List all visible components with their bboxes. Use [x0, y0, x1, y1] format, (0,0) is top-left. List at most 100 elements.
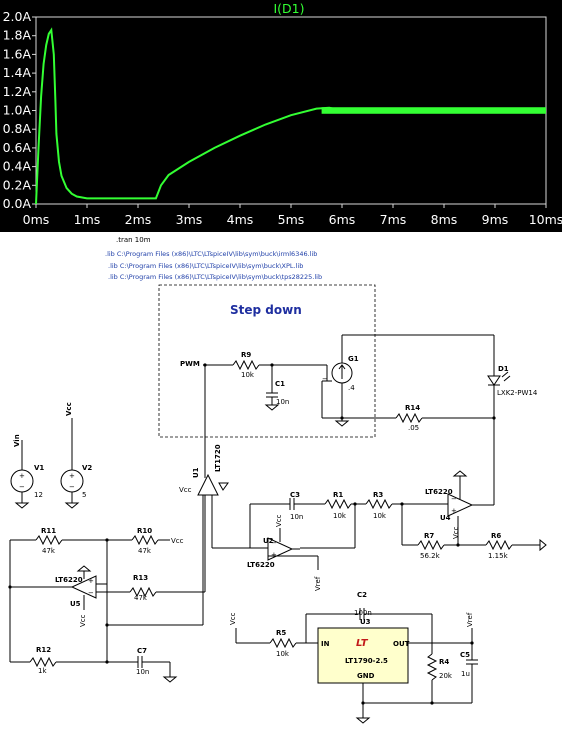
resistor-r6[interactable]: R6 1.15k: [485, 532, 513, 560]
svg-text:1u: 1u: [461, 670, 470, 678]
y-tick-label: 0.0A: [3, 196, 32, 211]
resistor-r3[interactable]: R3 10k: [365, 491, 393, 520]
svg-text:Vcc: Vcc: [79, 614, 87, 627]
resistor-r1[interactable]: R1 10k: [324, 491, 352, 520]
resistor-r9[interactable]: R9 10k: [232, 351, 260, 379]
svg-text:12: 12: [34, 491, 43, 499]
svg-text:10k: 10k: [276, 650, 290, 658]
svg-text:R12: R12: [36, 646, 51, 654]
svg-text:C7: C7: [137, 647, 147, 655]
resistor-r10[interactable]: R10 47k: [131, 527, 159, 555]
opamp-u4[interactable]: − + LT6220 U4 Vcc: [425, 488, 474, 539]
svg-text:D1: D1: [498, 365, 509, 373]
pwm-net-label[interactable]: PWM: [180, 360, 200, 368]
svg-text:5: 5: [82, 491, 86, 499]
svg-text:U1: U1: [192, 467, 200, 478]
comparator-u1[interactable]: U1 LT1720 Vcc: [179, 444, 229, 496]
svg-text:OUT: OUT: [393, 640, 410, 648]
vcc-net-label-r10[interactable]: Vcc: [171, 537, 184, 545]
svg-text:U5: U5: [70, 600, 81, 608]
step-down-box[interactable]: [158, 284, 376, 438]
opamp-u2[interactable]: − + U2 LT6220 Vcc Vref: [247, 514, 322, 591]
x-tick-label: 4ms: [227, 212, 254, 227]
series-ripple-band: [321, 107, 546, 114]
vin-net-label[interactable]: Vin: [13, 434, 21, 447]
svg-text:R6: R6: [491, 532, 501, 540]
schematic-canvas[interactable]: .tran 10m .lib C:\Program Files (x86)\LT…: [0, 232, 562, 732]
svg-text:−: −: [451, 495, 457, 503]
y-tick-label: 2.0A: [3, 9, 32, 24]
svg-text:.05: .05: [408, 424, 419, 432]
svg-text:V1: V1: [34, 464, 44, 472]
y-tick-label: 0.8A: [3, 121, 32, 136]
step-down-label[interactable]: Step down: [230, 303, 302, 317]
capacitor-c5[interactable]: C5 1u: [460, 651, 478, 678]
y-tick-label: 0.2A: [3, 177, 32, 192]
svg-text:V2: V2: [82, 464, 92, 472]
vcc-net-label-v2[interactable]: Vcc: [65, 402, 73, 416]
y-tick-label: 0.6A: [3, 140, 32, 155]
svg-text:Vref: Vref: [314, 576, 322, 591]
svg-text:−: −: [322, 375, 328, 383]
directive-lib-xpl[interactable]: .lib C:\Program Files (x86)\LTC\LTspiceI…: [108, 262, 303, 270]
y-tick-label: 1.0A: [3, 103, 32, 118]
led-d1[interactable]: D1 LXK2-PW14: [487, 365, 538, 500]
resistor-r13[interactable]: R13 47k: [129, 574, 157, 602]
x-tick-label: 2ms: [125, 212, 152, 227]
svg-text:+: +: [19, 472, 25, 480]
directive-lib-tps28225[interactable]: .lib C:\Program Files (x86)\LTC\LTspiceI…: [108, 273, 322, 281]
svg-text:R11: R11: [41, 527, 56, 535]
resistor-r5[interactable]: R5 10k: [269, 629, 297, 658]
resistor-r11[interactable]: R11 47k: [35, 527, 63, 555]
svg-text:C3: C3: [290, 491, 300, 499]
svg-text:Vcc: Vcc: [452, 526, 460, 539]
current-source-g1[interactable]: G1 .4 −: [321, 335, 359, 419]
voltage-source-v2[interactable]: + − V2 5: [60, 464, 92, 509]
x-tick-label: 7ms: [380, 212, 407, 227]
svg-text:+: +: [69, 472, 75, 480]
svg-text:R10: R10: [137, 527, 152, 535]
vref-net-label[interactable]: Vref: [466, 612, 474, 627]
vcc-net-label-u3[interactable]: Vcc: [229, 612, 237, 625]
resistor-r12[interactable]: R12 1k: [29, 646, 57, 675]
capacitor-c1[interactable]: C1 10n: [264, 365, 289, 411]
svg-text:47k: 47k: [138, 547, 152, 555]
svg-text:47k: 47k: [42, 547, 56, 555]
svg-text:C1: C1: [275, 380, 285, 388]
svg-text:R5: R5: [276, 629, 286, 637]
waveform-chart[interactable]: I(D1) 0.0A0.2A0.4A0.6A0.8A1.0A1.2A1.4A1.…: [0, 0, 562, 232]
y-tick-label: 1.2A: [3, 84, 32, 99]
svg-text:R7: R7: [424, 532, 434, 540]
svg-text:Vcc: Vcc: [179, 486, 192, 494]
svg-text:R13: R13: [133, 574, 148, 582]
svg-text:C2: C2: [357, 591, 367, 599]
svg-text:LT1720: LT1720: [214, 444, 222, 472]
capacitor-c2[interactable]: C2 100n: [354, 591, 372, 620]
resistor-r4[interactable]: R4 20k: [426, 653, 453, 681]
svg-text:10k: 10k: [373, 512, 387, 520]
voltage-reference-u3[interactable]: U3 IN OUT LT1790-2.5 GND LT: [317, 618, 410, 684]
resistor-r14[interactable]: R14 .05: [395, 404, 423, 432]
svg-text:10n: 10n: [136, 668, 149, 676]
opamp-u5[interactable]: + − LT6220 U5 Vcc: [55, 575, 97, 627]
svg-text:+: +: [451, 507, 457, 515]
directive-lib-irml6346[interactable]: .lib C:\Program Files (x86)\LTC\LTspiceI…: [105, 250, 317, 258]
x-tick-label: 9ms: [482, 212, 509, 227]
y-axis: 0.0A0.2A0.4A0.6A0.8A1.0A1.2A1.4A1.6A1.8A…: [3, 9, 36, 211]
resistor-r7[interactable]: R7 56.2k: [417, 532, 445, 560]
svg-text:10n: 10n: [276, 398, 289, 406]
svg-text:R9: R9: [241, 351, 251, 359]
svg-text:−: −: [69, 483, 75, 491]
svg-text:C5: C5: [460, 651, 470, 659]
svg-text:100n: 100n: [354, 609, 372, 617]
schematic-svg[interactable]: .tran 10m .lib C:\Program Files (x86)\LT…: [0, 232, 562, 732]
capacitor-c3[interactable]: C3 10n: [289, 491, 303, 521]
directive-tran[interactable]: .tran 10m: [116, 236, 151, 244]
svg-text:10k: 10k: [241, 371, 255, 379]
series-line-i-d1[interactable]: [35, 27, 546, 205]
svg-text:−: −: [88, 589, 94, 597]
voltage-source-v1[interactable]: + − V1 12: [10, 464, 44, 509]
x-tick-label: 0ms: [23, 212, 50, 227]
